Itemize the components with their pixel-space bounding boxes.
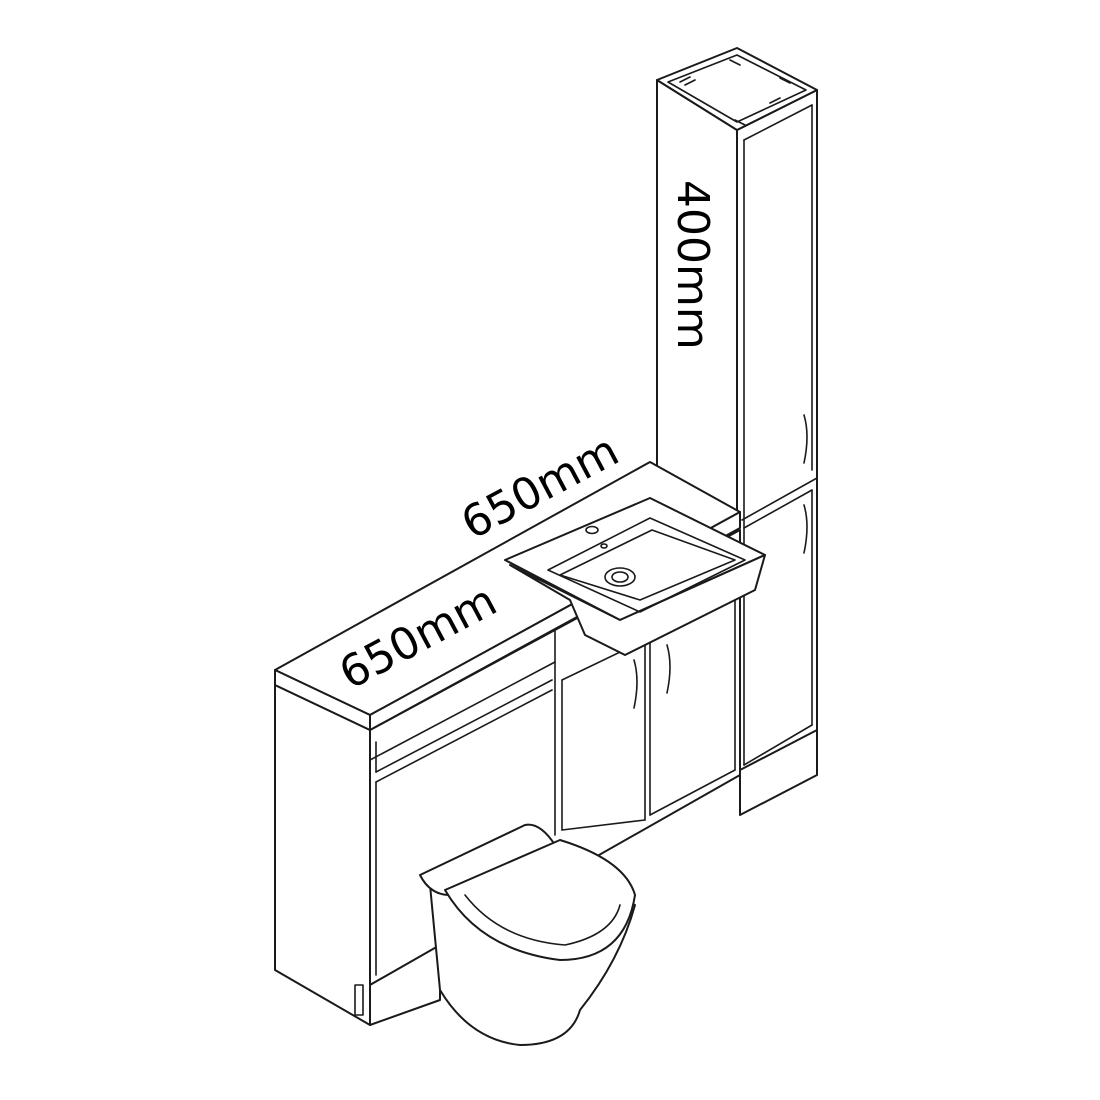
upper-door-handle bbox=[803, 414, 808, 464]
drain-icon bbox=[604, 567, 636, 587]
basin bbox=[504, 497, 766, 656]
dimension-label-400mm: 400mm bbox=[667, 180, 718, 350]
lower-door-handle bbox=[803, 504, 808, 554]
tap-hole-icon bbox=[585, 525, 599, 535]
door-handle bbox=[633, 659, 638, 709]
toilet bbox=[419, 823, 636, 1046]
door-handle bbox=[666, 644, 671, 694]
